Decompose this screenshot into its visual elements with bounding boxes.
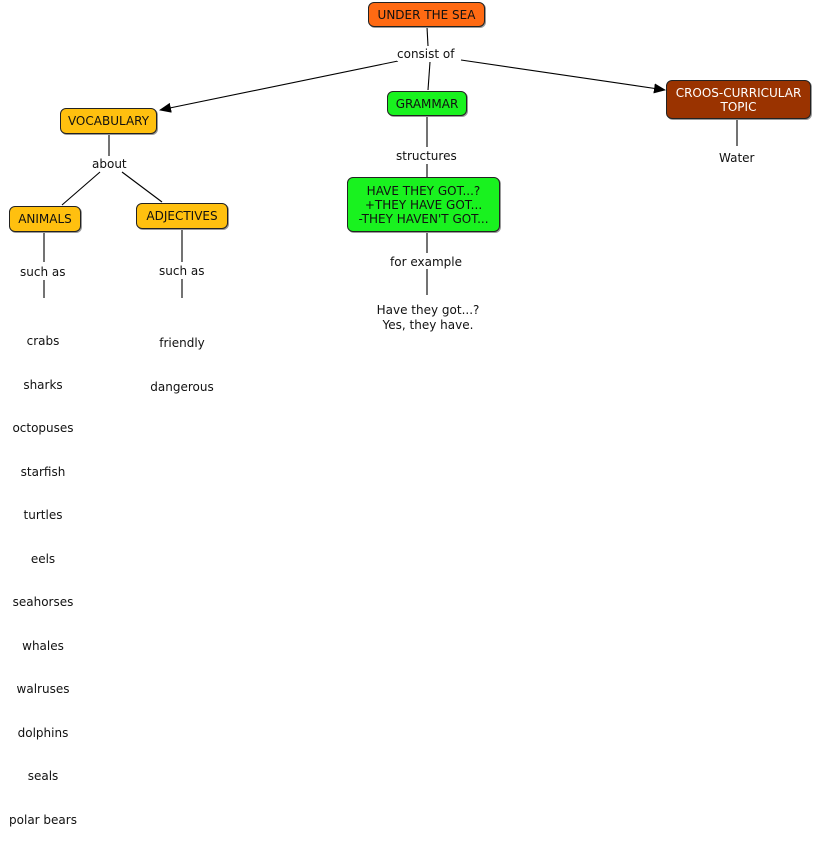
edge-about-adjectives [121, 171, 163, 203]
node-under-the-sea[interactable]: UNDER THE SEA [368, 2, 485, 27]
edge-consist-grammar [427, 61, 431, 91]
link-consist-of: consist of [397, 47, 455, 61]
edge-consist-topic [460, 59, 666, 94]
link-structures: structures [396, 149, 457, 163]
node-under-the-sea-label: UNDER THE SEA [377, 7, 476, 22]
animal-item: eels [30, 551, 56, 566]
node-have-they-got[interactable]: HAVE THEY GOT...? +THEY HAVE GOT... -THE… [347, 177, 500, 232]
connector-lines [43, 26, 738, 298]
node-grammar[interactable]: GRAMMAR [387, 91, 467, 116]
node-adjectives-label: ADJECTIVES [146, 209, 218, 223]
leaf-water: Water [719, 151, 755, 165]
animal-item: crabs [26, 334, 60, 348]
animal-item: whales [22, 638, 64, 653]
node-vocabulary[interactable]: VOCABULARY [60, 108, 157, 134]
animal-item: seahorses [12, 595, 74, 609]
node-topic-label: CROOS-CURRICULAR TOPIC [675, 85, 802, 114]
edge-root-consist [426, 26, 429, 47]
link-about: about [92, 157, 127, 171]
leaf-adjectives-list: friendly dangerous [150, 307, 213, 409]
animal-item: sharks [23, 377, 63, 392]
animal-item: dolphins [17, 725, 69, 740]
node-grammar-label: GRAMMAR [395, 96, 459, 111]
node-have-they-got-label: HAVE THEY GOT...? +THEY HAVE GOT... -THE… [358, 183, 489, 226]
leaf-animals-list: crabs sharks octopuses starfish turtles … [9, 305, 77, 842]
animal-item: walruses [16, 682, 70, 696]
adjective-item: dangerous [150, 379, 214, 394]
edge-consist-vocabulary [159, 60, 399, 113]
adjective-item: friendly [159, 336, 205, 350]
node-croos-curricular-topic[interactable]: CROOS-CURRICULAR TOPIC [666, 80, 811, 119]
animal-item: starfish [20, 464, 66, 479]
animal-item: polar bears [9, 812, 77, 827]
animal-item: turtles [23, 508, 63, 522]
node-animals[interactable]: ANIMALS [9, 206, 81, 232]
animal-item: seals [27, 769, 59, 783]
link-such-as-animals: such as [20, 265, 66, 279]
leaf-example: Have they got...? Yes, they have. [376, 303, 480, 332]
link-such-as-adjectives: such as [159, 264, 205, 278]
animal-item: octopuses [12, 421, 74, 435]
edge-about-animals [61, 171, 101, 206]
link-for-example: for example [390, 255, 462, 269]
node-vocabulary-label: VOCABULARY [67, 114, 150, 128]
node-adjectives[interactable]: ADJECTIVES [136, 203, 228, 229]
node-animals-label: ANIMALS [18, 212, 72, 226]
